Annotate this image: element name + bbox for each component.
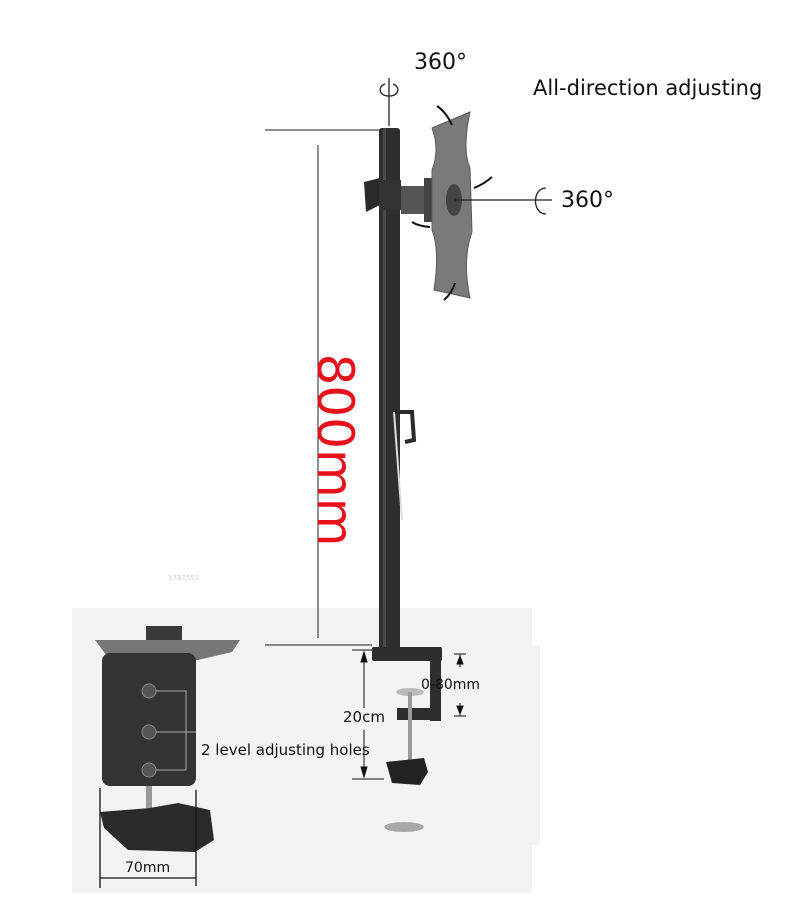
rotation-side-label: 360° (561, 188, 614, 213)
clamp-depth-label: 20cm (343, 708, 385, 726)
cable-clip (393, 410, 417, 521)
clamp-shadow (384, 822, 424, 832)
holes-bracket (156, 690, 196, 771)
rotation-vertical-axis-icon (379, 78, 399, 126)
clamp-width-label: 70mm (125, 860, 171, 876)
watermark: 1737551 (168, 574, 200, 582)
height-dimension (265, 129, 380, 646)
all-direction-label: All-direction adjusting (533, 76, 763, 100)
clamp-width-dimension (99, 788, 197, 888)
height-label: 800mm (306, 353, 364, 547)
clamp-depth-dimension (352, 649, 384, 780)
clamp-closeup (95, 626, 240, 852)
rotation-horizontal-axis-icon (455, 187, 552, 215)
tilt-arrows-icon (411, 105, 493, 301)
rotation-top-label: 360° (414, 50, 467, 75)
clamp-range-label: 0-80mm (421, 677, 481, 693)
clamp-range-dimension (454, 653, 466, 717)
mount-center-hub (446, 184, 462, 216)
inset-panel-right (240, 645, 540, 845)
pole-highlight (383, 128, 386, 653)
adjusting-holes-label: 2 level adjusting holes (201, 741, 370, 759)
desk-clamp (372, 647, 442, 785)
